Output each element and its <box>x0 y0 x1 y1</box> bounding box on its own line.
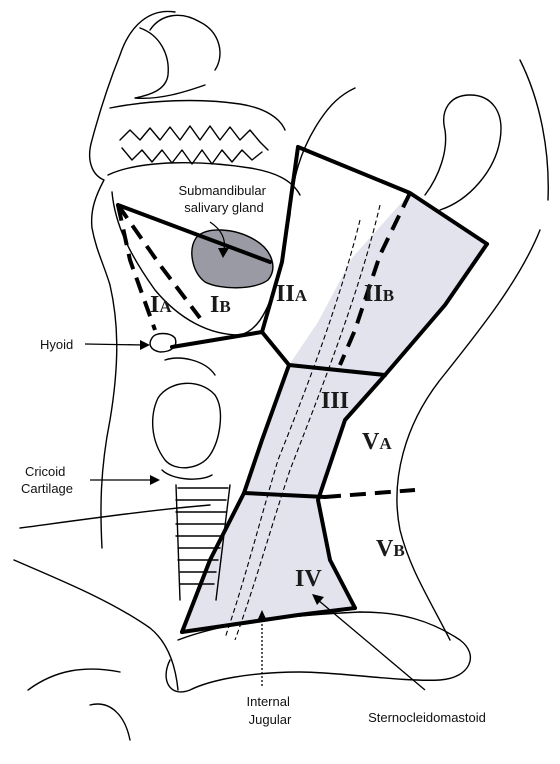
skull-outline <box>520 60 548 200</box>
hyoid-label: Hyoid <box>40 337 73 352</box>
shoulder-outline <box>14 560 178 740</box>
sternocleidomastoid-arrow <box>312 594 425 690</box>
level-va-label: VA <box>362 429 392 455</box>
level-ia-label: IA <box>150 292 172 318</box>
face-profile-outline <box>90 11 175 548</box>
submandibular-label: Submandibular salivary gland <box>178 183 269 215</box>
level-iv-label: IV <box>295 566 322 592</box>
level-iii-label: III <box>321 388 349 414</box>
va-vb-boundary-dashed <box>325 490 415 497</box>
internal-jugular-label: Internal Jugular <box>247 694 294 727</box>
cricoid-label: Cricoid Cartilage <box>21 464 73 496</box>
ear-outline <box>425 95 501 210</box>
sternocleidomastoid-label: Sternocleidomastoid <box>368 710 486 725</box>
cricoid-arrow <box>90 475 160 485</box>
thyroid-cartilage-outline <box>153 383 221 467</box>
larynx-outline <box>162 358 215 479</box>
lower-teeth-outline <box>122 148 262 164</box>
level-vb-label: VB <box>376 536 405 562</box>
hyoid-arrow <box>85 340 150 350</box>
level-ib-label: IB <box>210 292 231 318</box>
level-iia-label: IIA <box>276 281 308 307</box>
upper-teeth-outline <box>120 126 268 150</box>
palate-outline <box>110 101 285 130</box>
upper-lip-outline <box>135 28 205 98</box>
hyoid-bone-shape <box>150 334 176 353</box>
